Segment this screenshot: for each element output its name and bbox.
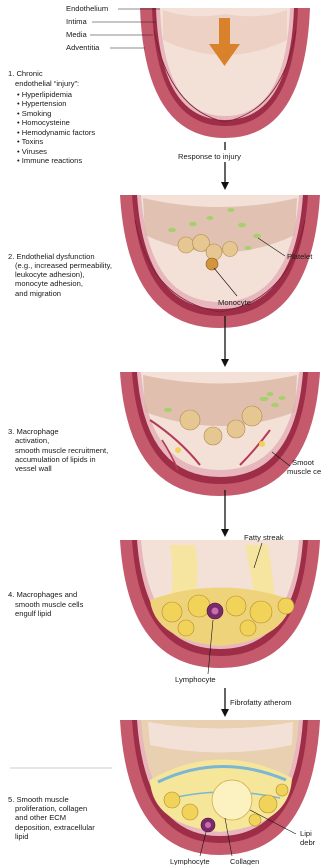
label-fatty-streak: Fatty streak: [244, 533, 284, 542]
stage-2-text: 2. Endothelial dysfunction (e.g., increa…: [8, 252, 112, 298]
flow-arrow-3: [221, 490, 229, 537]
flow-arrow-1: Response to injury: [176, 142, 274, 190]
label-adventitia: Adventitia: [66, 43, 100, 52]
stage-4-text: 4. Macrophages and smooth muscle cells e…: [8, 590, 84, 618]
label-lymphocyte-stage-5: Lymphocyte: [170, 857, 210, 865]
injury-arrow-shaft: [219, 18, 230, 46]
stage-5-line: proliferation, collagen: [15, 804, 87, 813]
label-platelet: Platelet: [287, 252, 313, 261]
stage-5-line: deposition, extracellular: [15, 823, 95, 832]
platelet-cell: [228, 208, 235, 212]
stage-1-bullet: • Hemodynamic factors: [17, 128, 95, 137]
label-smooth-muscle-line-1: Smoot: [292, 458, 315, 467]
monocyte-migrating: [206, 258, 218, 270]
stage-1-bullet: • Toxins: [17, 137, 43, 146]
label-smooth-muscle-line-2: muscle ce: [287, 467, 321, 476]
stage-5-line: lipid: [15, 832, 29, 841]
monocyte-cell: [223, 242, 238, 257]
label-lymphocyte-stage-4: Lymphocyte: [175, 675, 216, 684]
monocyte-cell: [206, 244, 222, 260]
stage-1-bullet: • Smoking: [17, 109, 51, 118]
platelet-cell: [245, 246, 252, 250]
platelet-cell: [189, 222, 197, 226]
monocyte-cell: [178, 237, 194, 253]
label-lipid-debris-line-1: Lipi: [300, 829, 312, 838]
stage-5-line: and other ECM: [15, 813, 66, 822]
label-media: Media: [66, 30, 87, 39]
stage-1-title-line-2: endothelial “injury”:: [15, 79, 79, 88]
macrophage-cell: [227, 420, 245, 438]
stage-2-line: (e.g., increased permeability,: [15, 261, 112, 270]
stage-3-line: smooth muscle recruitment,: [15, 446, 108, 455]
macrophage-cell: [204, 427, 222, 445]
stage-3-line: vessel wall: [15, 464, 52, 473]
platelet-cell: [168, 228, 176, 232]
macrophage-cell: [180, 410, 200, 430]
stage-1-text: 1. Chronic endothelial “injury”: • Hyper…: [8, 69, 95, 165]
platelet-cell: [253, 234, 261, 238]
stage-1-bullet: • Hypertension: [17, 99, 67, 108]
label-endothelium: Endothelium: [66, 4, 108, 13]
flow-arrow-4: [221, 688, 229, 717]
stage-2-line: leukocyte adhesion),: [15, 270, 85, 279]
stage-5-line: 5. Smooth muscle: [8, 795, 69, 804]
stage-2-line: monocyte adhesion,: [15, 279, 83, 288]
stage-5-text: 5. Smooth muscle proliferation, collagen…: [8, 795, 95, 841]
stage-1-bullet: • Hyperlipidemia: [17, 90, 73, 99]
label-fibrofatty-atheroma: Fibrofatty atherom: [230, 698, 292, 707]
stage-1-title-line-1: 1. Chronic: [8, 69, 43, 78]
stage-1-bullet: • Viruses: [17, 147, 47, 156]
stage-3-text: 3. Macrophage activation, smooth muscle …: [8, 427, 108, 473]
label-intima: Intima: [66, 17, 87, 26]
stage-4-line: engulf lipid: [15, 609, 51, 618]
vessel-stage-2: [120, 195, 320, 328]
stage-1-bullet: • Homocysteine: [17, 118, 70, 127]
stage-4-line: 4. Macrophages and: [8, 590, 77, 599]
platelet-cell: [207, 216, 214, 220]
vessel-stage-3: [120, 372, 320, 496]
vessel-stage-4: [120, 540, 320, 668]
stage-1-bullet: • Immune reactions: [17, 156, 82, 165]
stage-3-line: activation,: [15, 436, 49, 445]
transition-label: Response to injury: [178, 152, 241, 161]
stage-3-line: 3. Macrophage: [8, 427, 59, 436]
macrophage-cell: [242, 406, 262, 426]
vessel-stage-5: [120, 720, 320, 855]
platelet-cell: [238, 223, 246, 227]
label-lipid-debris-line-2: debr: [300, 838, 316, 847]
label-monocyte: Monocyte: [218, 298, 251, 307]
stage-2-line: 2. Endothelial dysfunction: [8, 252, 95, 261]
vessel-stage-1: [140, 8, 310, 138]
stage-3-line: accumulation of lipids in: [15, 455, 96, 464]
stage-2-line: and migration: [15, 289, 61, 298]
stage-4-line: smooth muscle cells: [15, 600, 84, 609]
label-collagen: Collagen: [230, 857, 259, 865]
